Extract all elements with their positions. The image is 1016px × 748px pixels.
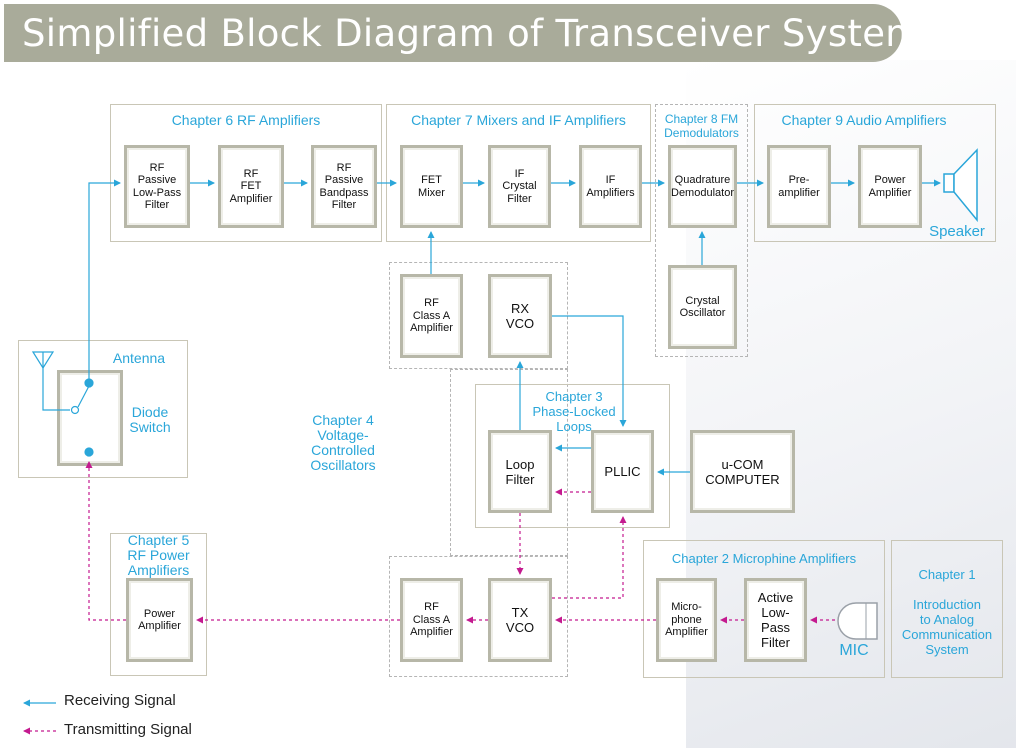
group-ch3-pll-dashed bbox=[450, 369, 568, 556]
active-low-pass-filter-block: Active Low- Pass Filter bbox=[744, 578, 807, 662]
label-ch8: Chapter 8 FM Demodulators bbox=[664, 112, 739, 140]
quadrature-demodulator-block: Quadrature Demodulator bbox=[668, 145, 737, 228]
speaker-icon bbox=[943, 148, 978, 223]
wire-tx-vco-to-pllic bbox=[552, 516, 627, 599]
label-ch7: Chapter 7 Mixers and IF Amplifiers bbox=[411, 112, 626, 128]
tx-vco-block: TX VCO bbox=[488, 578, 552, 662]
group-ch8-fm-demodulators bbox=[655, 104, 748, 357]
rx-vco-block: RX VCO bbox=[488, 274, 552, 358]
mic-label: MIC bbox=[839, 642, 869, 659]
group-antenna bbox=[18, 340, 188, 478]
antenna-icon bbox=[31, 351, 70, 411]
wire-power-amp-to-antenna bbox=[85, 461, 126, 621]
label-ch5: Chapter 5 RF Power Amplifiers bbox=[127, 532, 190, 578]
page-title: Simplified Block Diagram of Transceiver … bbox=[22, 12, 922, 55]
fet-mixer-block: FET Mixer bbox=[400, 145, 463, 228]
diode-switch-icon bbox=[70, 378, 94, 457]
label-ch9: Chapter 9 Audio Amplifiers bbox=[781, 112, 947, 128]
loop-filter-block: Loop Filter bbox=[488, 430, 552, 513]
group-ch1 bbox=[891, 540, 1003, 678]
rf-bandpass-filter-block: RF Passive Bandpass Filter bbox=[311, 145, 377, 228]
crystal-oscillator-block: Crystal Oscillator bbox=[668, 265, 737, 349]
microphone-amplifier-block: Micro- phone Amplifier bbox=[656, 578, 717, 662]
rx-rf-class-a-amplifier-block: RF Class A Amplifier bbox=[400, 274, 463, 358]
label-ch3: Chapter 3 Phase-Locked Loops bbox=[532, 389, 616, 434]
title-bar: Simplified Block Diagram of Transceiver … bbox=[4, 4, 921, 62]
label-ch1-body: Introduction to Analog Communication Sys… bbox=[901, 597, 993, 657]
group-ch3-pll bbox=[475, 384, 670, 528]
if-amplifiers-block: IF Amplifiers bbox=[579, 145, 642, 228]
group-ch6-rf-amplifiers bbox=[110, 104, 382, 242]
label-antenna: Antenna bbox=[112, 350, 166, 366]
wire-antenna-to-lpf bbox=[88, 179, 121, 383]
tx-rf-class-a-amplifier-block: RF Class A Amplifier bbox=[400, 578, 463, 662]
legend-transmitting-label: Transmitting Signal bbox=[64, 721, 192, 738]
label-ch1-title: Chapter 1 bbox=[918, 567, 976, 582]
group-ch7-mixers bbox=[386, 104, 651, 242]
if-crystal-filter-block: IF Crystal Filter bbox=[488, 145, 551, 228]
microphone-icon bbox=[837, 602, 878, 640]
label-ch4: Chapter 4 Voltage- Controlled Oscillator… bbox=[310, 412, 376, 473]
label-ch6: Chapter 6 RF Amplifiers bbox=[171, 112, 321, 128]
speaker-label: Speaker bbox=[929, 223, 985, 240]
legend-receiving-label: Receiving Signal bbox=[64, 692, 176, 709]
rf-power-amplifier-block: Power Amplifier bbox=[126, 578, 193, 662]
rf-fet-amplifier-block: RF FET Amplifier bbox=[218, 145, 284, 228]
label-ch2: Chapter 2 Microphine Amplifiers bbox=[671, 551, 857, 566]
pllic-block: PLLIC bbox=[591, 430, 654, 513]
audio-power-amplifier-block: Power Amplifier bbox=[858, 145, 922, 228]
rf-low-pass-filter-block: RF Passive Low-Pass Filter bbox=[124, 145, 190, 228]
label-diode-switch: Diode Switch bbox=[129, 404, 171, 435]
pre-amplifier-block: Pre- amplifier bbox=[767, 145, 831, 228]
ucom-computer-block: u-COM COMPUTER bbox=[690, 430, 795, 513]
group-ch2-mic-amplifiers bbox=[643, 540, 885, 678]
wire-rx-vco-to-pllic bbox=[552, 315, 627, 427]
group-ch9-audio-amplifiers bbox=[754, 104, 996, 242]
group-ch4-vco-bottom bbox=[389, 556, 568, 677]
group-ch5-rf-power bbox=[110, 533, 207, 676]
